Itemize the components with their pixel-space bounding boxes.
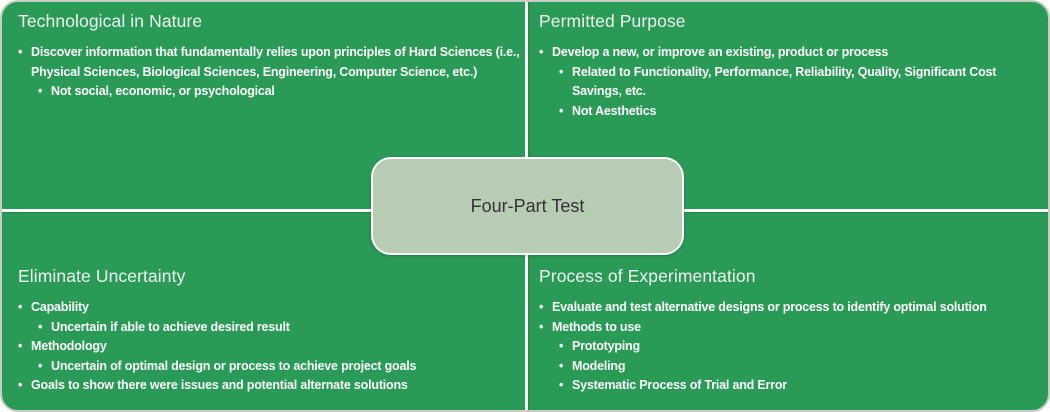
bullet-text: Uncertain of optimal design or process t… bbox=[51, 358, 417, 373]
bullet-item: • Evaluate and test alternative designs … bbox=[539, 298, 1045, 318]
quadrant-eliminate-uncertainty: Eliminate Uncertainty • Capability • Unc… bbox=[18, 266, 523, 396]
bullet-item: • Goals to show there were issues and po… bbox=[18, 376, 523, 396]
quadrant-title: Eliminate Uncertainty bbox=[18, 266, 186, 286]
bullet-icon: • bbox=[18, 45, 23, 59]
bullet-icon: • bbox=[559, 103, 564, 118]
bullet-text: Related to Functionality, Performance, R… bbox=[572, 64, 997, 99]
bullet-text: Develop a new, or improve an existing, p… bbox=[552, 45, 889, 59]
bullet-item: • Modeling bbox=[559, 357, 1045, 377]
bullet-icon: • bbox=[38, 319, 43, 334]
bullet-text: Methods to use bbox=[552, 319, 641, 334]
bullet-item: • Prototyping bbox=[559, 337, 1045, 357]
bullet-item: • Develop a new, or improve an existing,… bbox=[539, 43, 1045, 63]
bullet-icon: • bbox=[38, 358, 43, 373]
bullet-icon: • bbox=[559, 339, 564, 353]
bullet-item: • Uncertain of optimal design or process… bbox=[38, 357, 523, 377]
bullet-text: Not Aesthetics bbox=[572, 103, 657, 118]
center-label: Four-Part Test bbox=[470, 195, 585, 216]
quadrant-title: Process of Experimentation bbox=[539, 266, 756, 286]
bullet-item: • Capability bbox=[18, 298, 523, 318]
bullet-item: • Discover information that fundamentall… bbox=[18, 43, 523, 82]
bullet-icon: • bbox=[559, 378, 564, 392]
bullet-icon: • bbox=[559, 64, 564, 79]
bullet-icon: • bbox=[18, 378, 23, 392]
bullet-icon: • bbox=[18, 339, 23, 353]
bullet-icon: • bbox=[38, 84, 43, 98]
center-label-box: Four-Part Test bbox=[371, 157, 684, 255]
bullet-icon: • bbox=[539, 300, 544, 314]
bullet-text: Not social, economic, or psychological bbox=[51, 84, 275, 98]
bullet-item: • Uncertain if able to achieve desired r… bbox=[38, 318, 523, 338]
bullet-item: • Not social, economic, or psychological bbox=[38, 82, 523, 102]
bullet-text: Discover information that fundamentally … bbox=[31, 45, 520, 79]
bullet-text: Modeling bbox=[572, 358, 626, 373]
bullet-icon: • bbox=[559, 358, 564, 373]
bullet-text: Prototyping bbox=[572, 339, 640, 353]
bullet-icon: • bbox=[539, 45, 544, 59]
quadrant-process-of-experimentation: Process of Experimentation • Evaluate an… bbox=[539, 266, 1045, 396]
bullet-text: Evaluate and test alternative designs or… bbox=[552, 300, 987, 314]
bullet-item: • Methods to use bbox=[539, 318, 1045, 338]
bullet-item: • Systematic Process of Trial and Error bbox=[559, 376, 1045, 396]
quadrant-permitted-purpose: Permitted Purpose • Develop a new, or im… bbox=[539, 11, 1045, 121]
bullet-text: Systematic Process of Trial and Error bbox=[572, 378, 787, 392]
bullet-icon: • bbox=[539, 319, 544, 334]
bullet-item: • Related to Functionality, Performance,… bbox=[559, 63, 1045, 102]
quadrant-technological-in-nature: Technological in Nature • Discover infor… bbox=[18, 11, 523, 102]
bullet-text: Uncertain if able to achieve desired res… bbox=[51, 319, 290, 334]
bullet-item: • Methodology bbox=[18, 337, 523, 357]
bullet-item: • Not Aesthetics bbox=[559, 102, 1045, 122]
bullet-text: Goals to show there were issues and pote… bbox=[31, 378, 408, 392]
bullet-text: Methodology bbox=[31, 339, 107, 353]
quadrant-title: Technological in Nature bbox=[18, 11, 203, 31]
bullet-icon: • bbox=[18, 300, 23, 314]
bullet-text: Capability bbox=[31, 300, 89, 314]
quadrant-title: Permitted Purpose bbox=[539, 11, 686, 31]
